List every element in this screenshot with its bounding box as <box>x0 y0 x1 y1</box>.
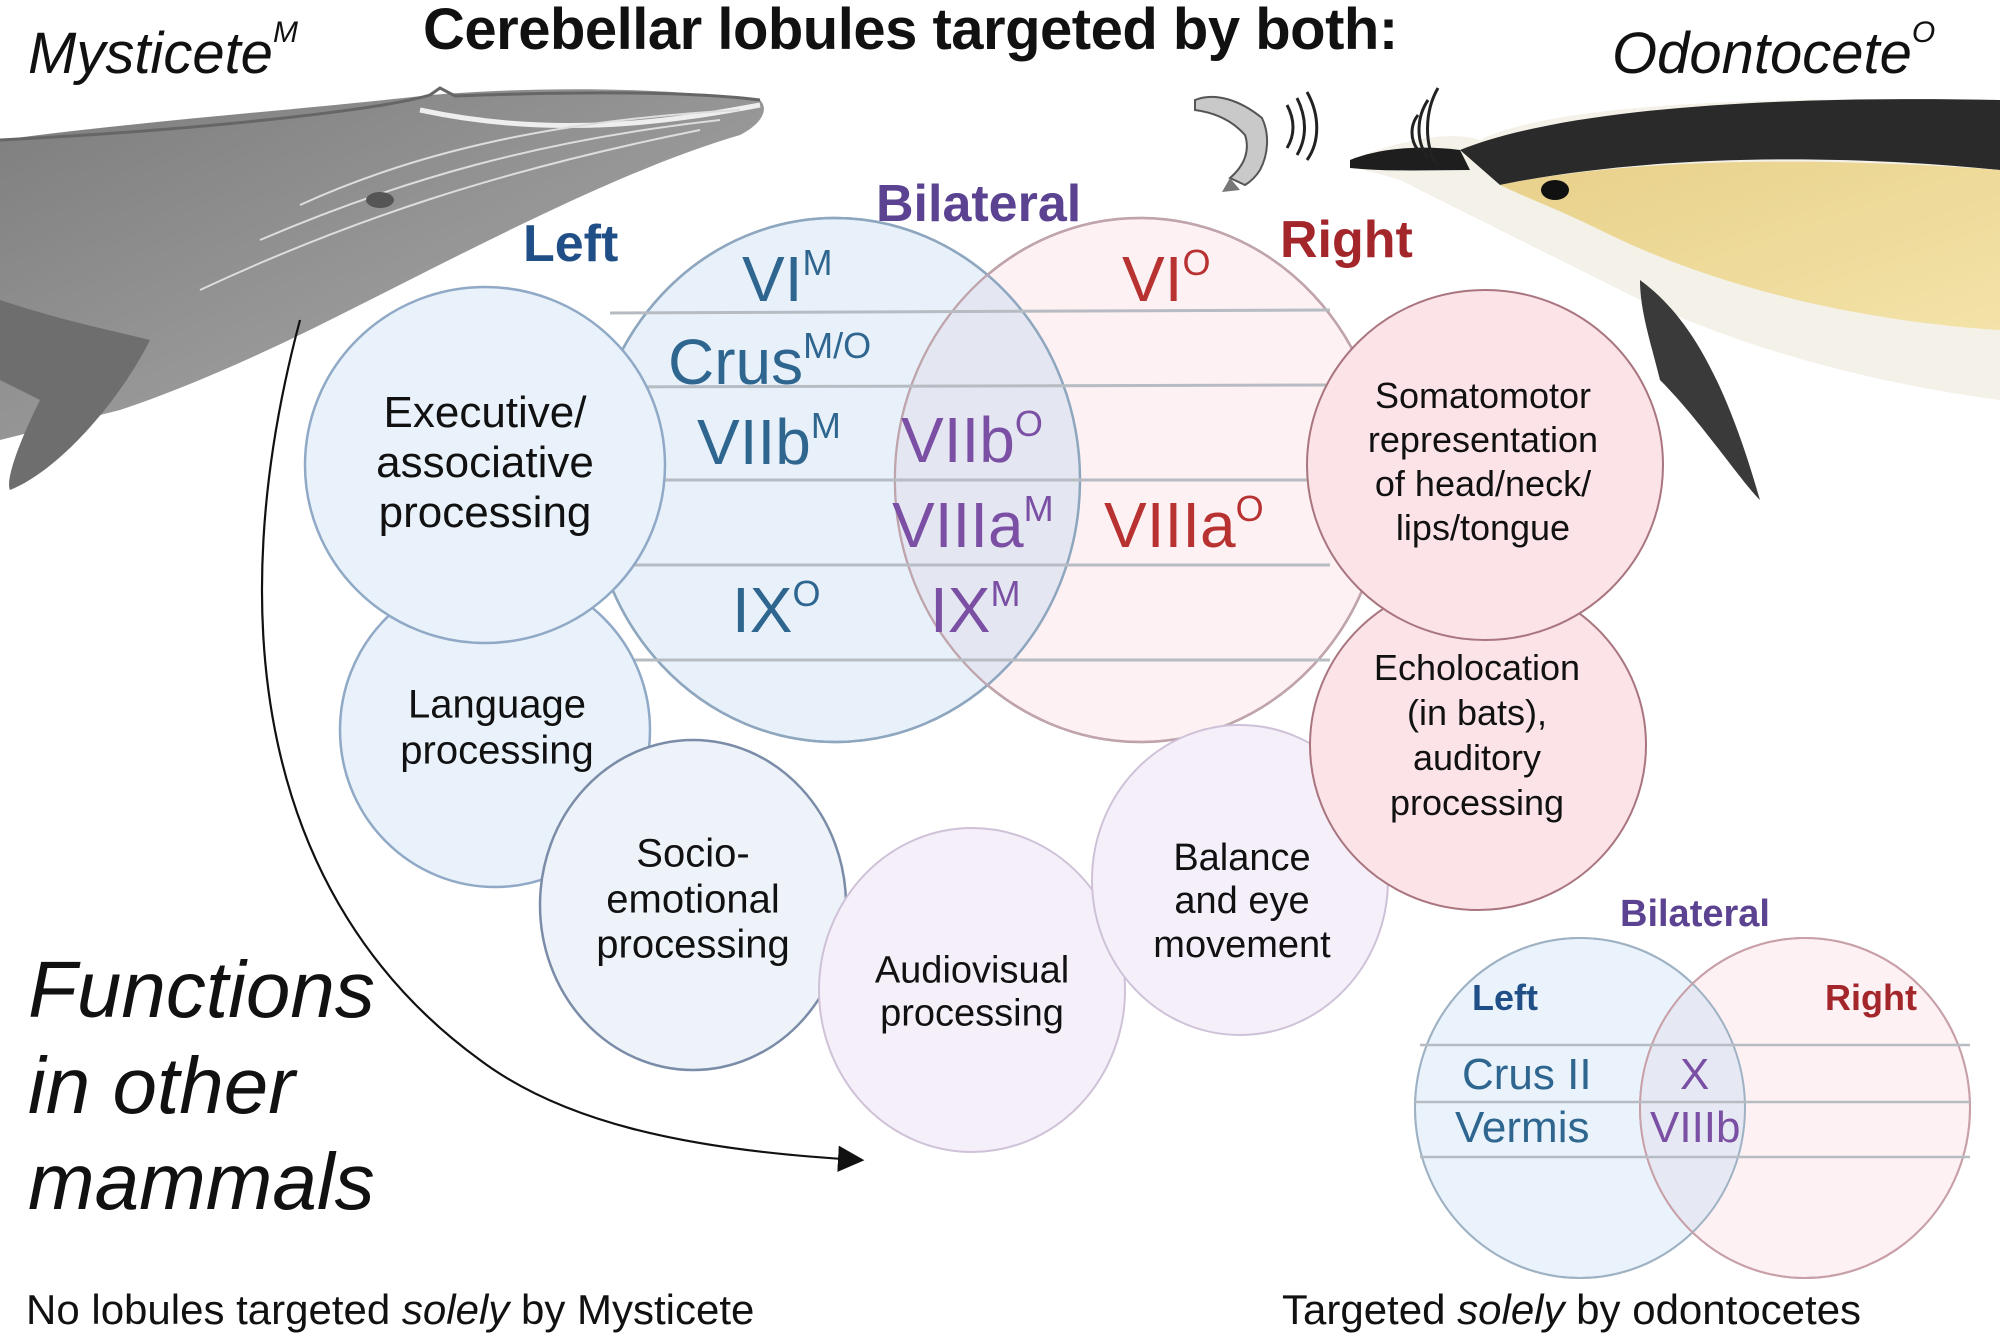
small-venn-divider-lines <box>1415 1043 1970 1159</box>
function-circle-somatomotor <box>1306 289 1664 641</box>
function-text-line: processing <box>1389 782 1565 823</box>
lobule-superscript: M <box>802 242 833 283</box>
function-text-line: processing <box>880 993 1064 1035</box>
function-text-line: Language <box>408 682 586 727</box>
lobule-superscript: M/O <box>803 325 872 366</box>
function-text-line: lips/tongue <box>1395 506 1571 548</box>
function-text-line: associative <box>376 437 594 487</box>
small-venn-bilateral-viiib: VIIIb <box>1650 1103 1741 1152</box>
function-text-line: processing <box>378 488 592 538</box>
footer-emphasis: solely <box>401 1286 510 1333</box>
function-label-socio: Socio- emotional processing <box>596 832 789 969</box>
lobule-name: Crus <box>668 326 804 398</box>
whale-eye <box>366 192 394 208</box>
function-circle-executive <box>303 285 667 645</box>
lobule-name: VIIb <box>901 404 1015 476</box>
function-label-executive: Executive/ associative processing <box>376 388 594 538</box>
functions-heading-line: Functions <box>28 945 375 1034</box>
main-venn <box>588 216 1387 744</box>
lobule-superscript: M <box>810 405 841 446</box>
lobule-name: VIIIa <box>892 489 1024 561</box>
lobule-left-crus: CrusM/O <box>668 328 871 395</box>
footer-text: by Mysticete <box>509 1286 755 1333</box>
footer-text: Targeted <box>1282 1286 1458 1333</box>
species-label-mysticete: MysticeteM <box>28 16 298 87</box>
lobule-superscript: O <box>1014 403 1043 444</box>
small-venn-header-left: Left <box>1472 977 1538 1018</box>
function-text-line: of head/neck/ <box>1374 463 1592 504</box>
small-venn-header-right: Right <box>1825 977 1917 1018</box>
function-text-line: Echolocation <box>1373 647 1581 688</box>
lobule-name: IX <box>930 574 991 646</box>
function-text-line: Executive/ <box>383 387 587 437</box>
species-label-odontocete: OdontoceteO <box>1612 16 1935 87</box>
lobule-name: IX <box>732 574 793 646</box>
function-label-echolocation: Echolocation (in bats), auditory process… <box>1374 645 1580 825</box>
function-text-line: auditory <box>1412 737 1542 778</box>
lobule-divider-lines <box>599 308 1331 662</box>
function-text-line: movement <box>1153 923 1331 966</box>
function-label-somatomotor: Somatomotor representation of head/neck/… <box>1368 374 1598 550</box>
function-label-balance: Balance and eye movement <box>1153 837 1330 967</box>
lobule-superscript: O <box>1235 488 1264 529</box>
lobule-superscript: M <box>1023 488 1054 529</box>
whale-illustration <box>0 86 764 490</box>
lobule-left-vi: VIM <box>742 245 832 312</box>
footer-emphasis: solely <box>1457 1286 1565 1333</box>
small-venn-header-bilateral: Bilateral <box>1620 893 1770 935</box>
functions-heading-line: in other <box>28 1041 295 1130</box>
species-superscript: O <box>1911 16 1936 49</box>
venn-header-right: Right <box>1280 211 1413 269</box>
species-name: Odontocete <box>1612 21 1912 86</box>
fish-icon <box>1194 95 1268 192</box>
function-text-line: Socio- <box>636 831 750 876</box>
species-superscript: M <box>272 16 298 49</box>
lobule-superscript: M <box>990 573 1021 614</box>
lobule-superscript: O <box>792 573 821 614</box>
odontocete-venn <box>1414 937 1971 1279</box>
lobule-name: VI <box>742 243 803 315</box>
function-text-line: Audiovisual <box>874 949 1070 992</box>
footer-text: by odontocetes <box>1564 1286 1862 1333</box>
lobule-name: VIIIa <box>1104 489 1236 561</box>
lobule-name: VI <box>1122 243 1183 315</box>
function-text-line: representation <box>1367 419 1599 461</box>
functions-heading: Functions in other mammals <box>28 942 375 1230</box>
lobule-right-viiia: VIIIaO <box>1104 491 1264 558</box>
small-venn-bilateral-x: X <box>1680 1050 1710 1099</box>
lobule-bilateral-viiia: VIIIaM <box>892 491 1054 558</box>
footer-odontocete-note: Targeted solely by odontocetes <box>1282 1286 1861 1334</box>
dolphin-illustration <box>1350 99 2000 500</box>
function-text-line: processing <box>400 728 594 772</box>
function-circle-audiovisual <box>818 827 1126 1153</box>
curved-arrow-icon <box>260 319 865 1172</box>
function-text-line: emotional <box>606 877 780 922</box>
footer-text: No lobules targeted <box>26 1286 402 1333</box>
lobule-left-ix: IXO <box>732 576 820 643</box>
function-text-line: (in bats), <box>1406 692 1548 733</box>
function-label-language: Language processing <box>400 682 593 773</box>
lobule-superscript: O <box>1182 242 1211 283</box>
function-text-line: processing <box>596 922 790 967</box>
lobule-name: VIIb <box>697 406 811 478</box>
small-venn-left-crus-ii: Crus II <box>1462 1050 1592 1099</box>
function-label-audiovisual: Audiovisual processing <box>875 950 1069 1037</box>
footer-mysticete-note: No lobules targeted solely by Mysticete <box>26 1286 754 1334</box>
functions-heading-line: mammals <box>28 1137 375 1226</box>
venn-header-left: Left <box>523 215 619 273</box>
function-text-line: and eye <box>1174 880 1310 923</box>
dolphin-eye <box>1541 180 1569 200</box>
page-title: Cerebellar lobules targeted by both: <box>423 0 1398 62</box>
lobule-bilateral-viib: VIIbO <box>901 406 1043 473</box>
venn-header-bilateral: Bilateral <box>876 175 1082 233</box>
lobule-right-vi: VIO <box>1122 245 1210 312</box>
species-name: Mysticete <box>28 21 273 86</box>
function-text-line: Somatomotor <box>1374 375 1592 417</box>
lobule-left-viib: VIIbM <box>697 408 841 475</box>
function-text-line: Balance <box>1173 837 1311 880</box>
small-venn-left-vermis: Vermis <box>1455 1103 1590 1152</box>
sound-waves-icon <box>1285 87 1440 167</box>
lobule-bilateral-ix: IXM <box>930 576 1020 643</box>
